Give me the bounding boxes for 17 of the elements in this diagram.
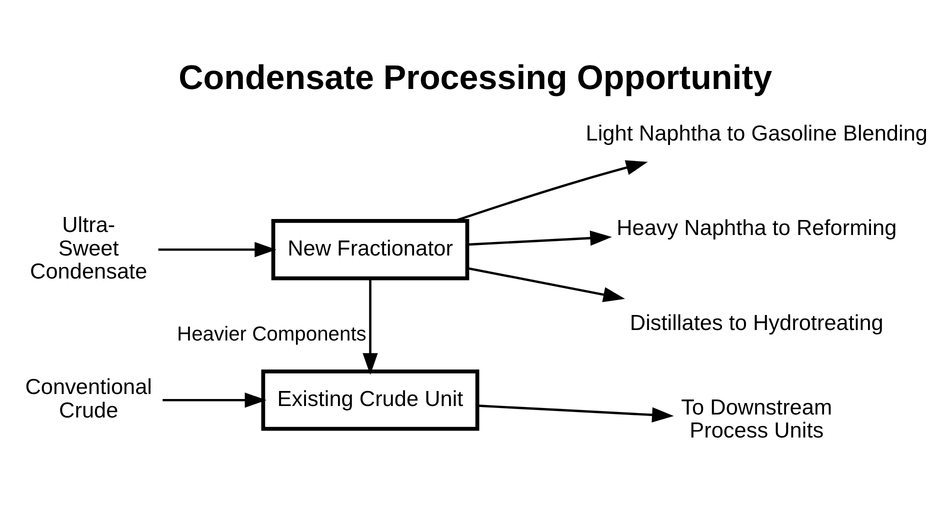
node-text: Distillates to Hydrotreating	[630, 309, 884, 334]
arrow	[467, 230, 612, 246]
node-box: Existing Crude Unit	[261, 369, 480, 430]
node-box: New Fractionator	[271, 218, 470, 280]
node-text: Light Naphtha to Gasoline Blending	[586, 120, 928, 146]
edge-label: Heavier Components	[177, 323, 366, 346]
node-text: Ultra- Sweet Condensate	[30, 212, 148, 284]
node-text: Heavy Naphtha to Reforming	[616, 214, 897, 240]
arrow	[362, 278, 378, 374]
node-text: Conventional Crude	[25, 374, 152, 422]
arrow	[467, 266, 626, 302]
diagram-title: Condensate Processing Opportunity	[178, 58, 772, 97]
node-text: To Downstream Process Units	[681, 394, 832, 442]
arrow	[158, 242, 276, 257]
arrow	[454, 160, 648, 222]
arrow	[162, 392, 267, 408]
arrow	[478, 404, 674, 422]
